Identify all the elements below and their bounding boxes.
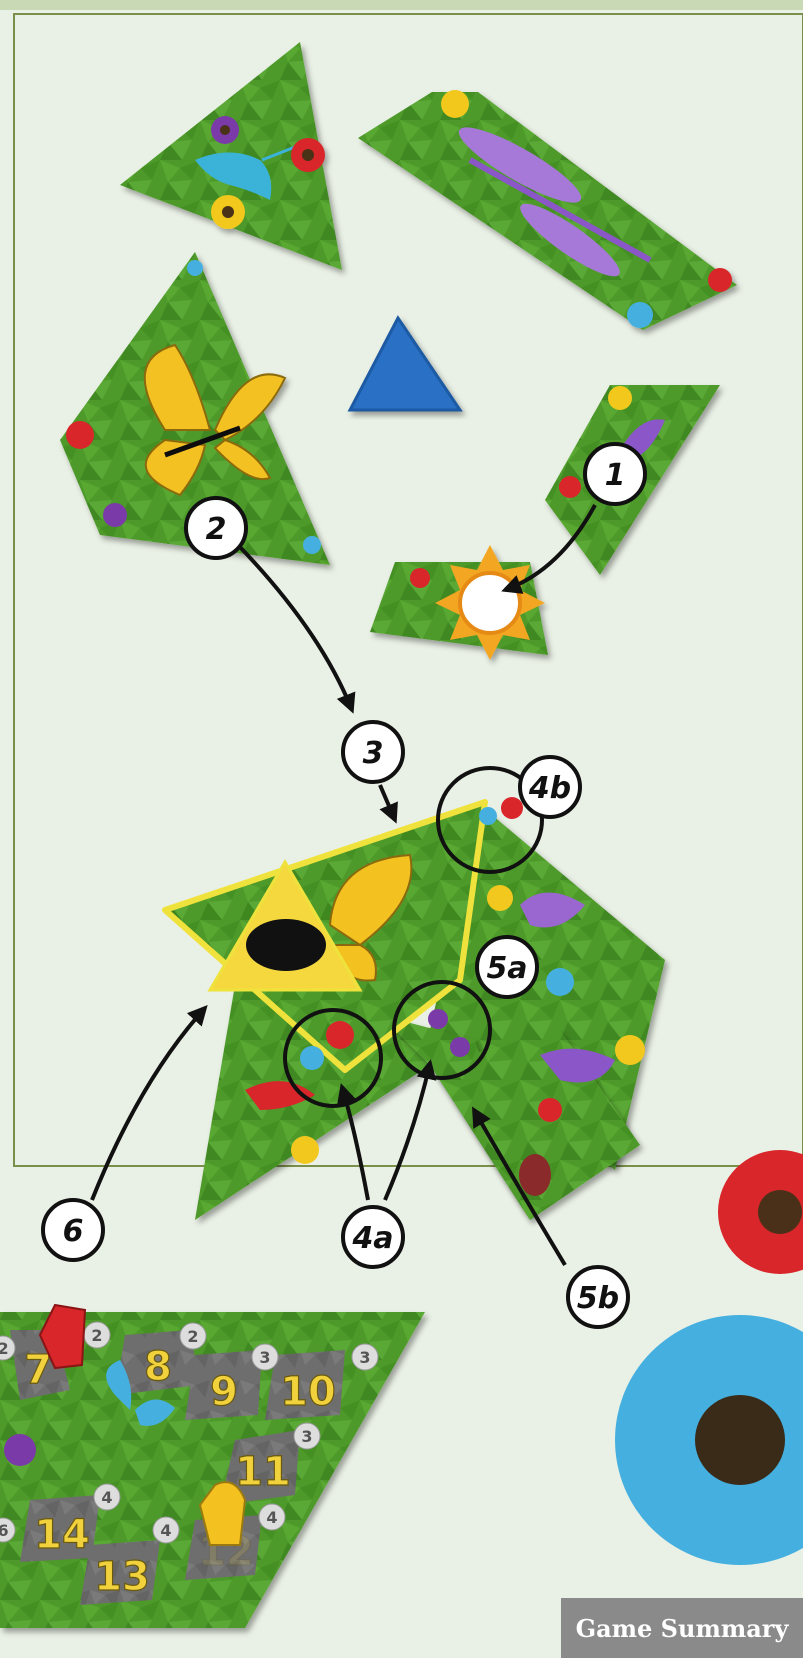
- callout-4b-label: 4b: [528, 771, 571, 806]
- red-flower-icon: [559, 476, 581, 498]
- callout-1-label: 1: [605, 458, 626, 493]
- purple-flower-icon: [103, 503, 127, 527]
- cost-badge: 3: [301, 1427, 312, 1446]
- purple-flower-icon: [211, 116, 239, 144]
- blue-flower-icon: [627, 302, 653, 328]
- cost-badge: 2: [0, 1339, 9, 1358]
- cost-badge: 2: [91, 1326, 102, 1345]
- callout-5b-label: 5b: [577, 1281, 619, 1316]
- sun-tile[interactable]: [370, 545, 548, 660]
- yellow-flower-icon: [608, 386, 632, 410]
- red-flower-icon: [410, 568, 430, 588]
- score-space-13: 13: [94, 1554, 150, 1600]
- callout-6-label: 6: [63, 1214, 84, 1249]
- hummingbird-tile[interactable]: [120, 42, 342, 270]
- cost-badge: 4: [101, 1488, 112, 1507]
- cost-badge: 3: [359, 1348, 370, 1367]
- red-flower-icon: [291, 138, 325, 172]
- red-flower-decoration-icon: [718, 1150, 803, 1274]
- callout-4a-label: 4a: [351, 1221, 393, 1256]
- cost-badge: 6: [0, 1521, 9, 1540]
- game-summary-tab[interactable]: Game Summary: [561, 1598, 803, 1658]
- score-space-8: 8: [144, 1344, 172, 1390]
- blue-flower-decoration-icon: [615, 1315, 803, 1565]
- score-space-9: 9: [210, 1369, 238, 1415]
- dragonfly-tile[interactable]: [358, 90, 737, 330]
- callout-2-label: 2: [206, 512, 227, 547]
- red-flower-icon: [708, 268, 732, 292]
- cost-badge: 4: [160, 1521, 171, 1540]
- red-flower-icon: [66, 421, 94, 449]
- beetle-icon: [519, 1154, 551, 1196]
- yellow-flower-icon: [441, 90, 469, 118]
- cost-badge: 3: [259, 1348, 270, 1367]
- purple-flower-icon: [4, 1434, 36, 1466]
- score-space-11: 11: [235, 1449, 291, 1495]
- blue-triangle-piece[interactable]: [350, 318, 460, 410]
- cost-badge: 4: [266, 1508, 277, 1527]
- score-space-14: 14: [34, 1512, 90, 1558]
- callout-3-label: 3: [363, 736, 384, 771]
- yellow-flower-icon: [211, 195, 245, 229]
- callout-5a-label: 5a: [486, 951, 527, 986]
- placed-tiles-cluster[interactable]: [165, 797, 665, 1220]
- cost-badge: 2: [187, 1327, 198, 1346]
- game-summary-label: Game Summary: [576, 1614, 789, 1643]
- score-space-10: 10: [280, 1369, 336, 1415]
